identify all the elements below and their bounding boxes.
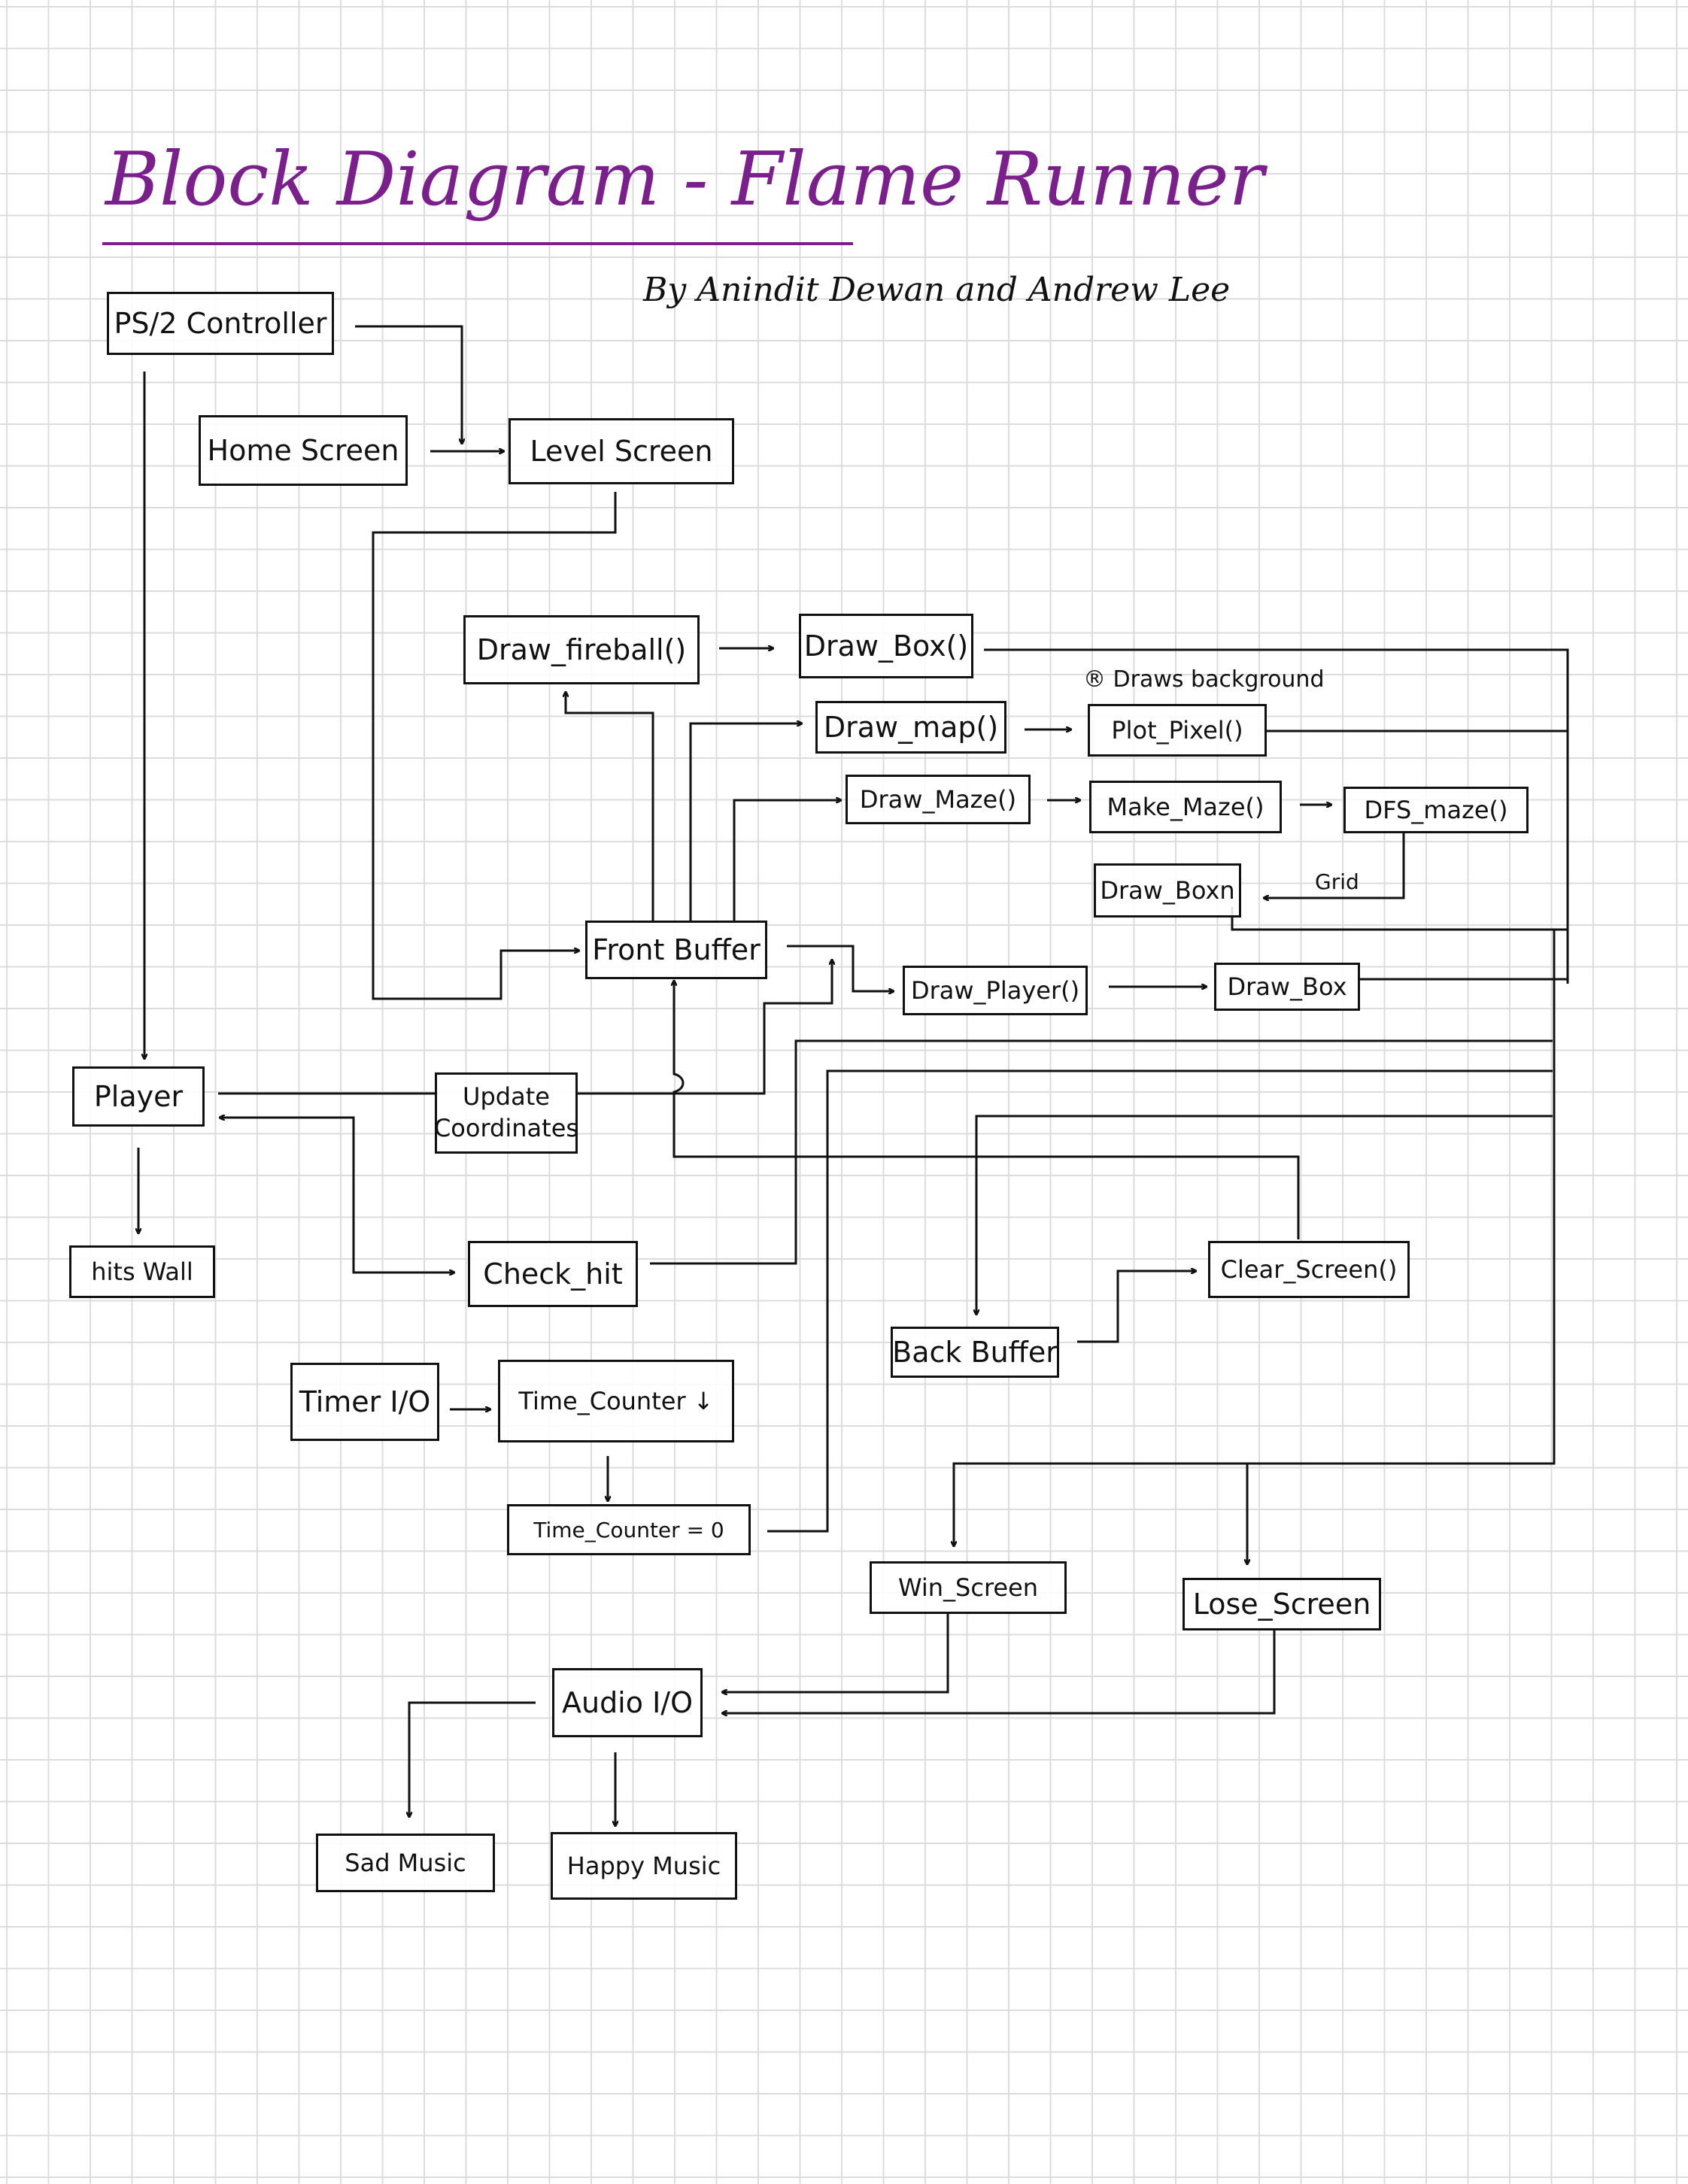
update-coordinates-line-2: Coordinates [435,1114,578,1142]
level-screen-box: Level Screen [509,418,734,484]
edge-ps2-level [355,325,462,444]
draw-player-box: Draw_Player() [903,966,1088,1015]
back-buffer-box: Back Buffer [891,1327,1059,1378]
win-screen-box: Win_Screen [870,1561,1067,1614]
plot-pixel-box: Plot_Pixel() [1088,704,1267,757]
time-counter-zero-box: Time_Counter = 0 [507,1504,751,1555]
update-coordinates-line-1: Update [463,1082,550,1112]
home-screen-box: Home Screen [199,415,408,486]
edge-checkhit-player [220,1118,454,1274]
sad-music-box: Sad Music [316,1834,495,1892]
edge-dfs-drawboxn [1264,833,1405,898]
update-coordinates-box: Update Coordinates [435,1072,578,1154]
draw-boxn-box: Draw_Boxn [1094,863,1241,918]
draw-maze-box: Draw_Maze() [846,775,1031,824]
diagram-subtitle: By Anindit Dewan and Andrew Lee [643,271,1231,309]
edge-clearscreen-front [674,981,1300,1239]
edge-win-audio [722,1612,949,1692]
edge-backbuffer-clear [1077,1271,1196,1343]
title-underline [102,242,853,245]
draw-box-1-box: Draw_Box() [799,614,973,678]
edge-audio-sad [409,1701,536,1817]
edge-front-drawmaze [733,800,841,922]
timer-io-box: Timer I/O [290,1363,439,1441]
edge-bus-winlose [954,930,1556,1546]
dfs-maze-box: DFS_maze() [1343,787,1529,833]
draw-map-box: Draw_map() [815,701,1006,754]
time-counter-box: Time_Counter ↓ [498,1360,734,1442]
edge-front-drawplayer [787,945,894,991]
edge-lose-audio [722,1630,1276,1713]
edge-update-front [578,960,832,1095]
edge-front-drawmap [689,723,802,922]
edge-label-grid: Grid [1315,869,1359,894]
player-box: Player [72,1066,205,1127]
front-buffer-box: Front Buffer [585,921,767,979]
edge-checkhit-bus [650,1039,1553,1265]
make-maze-box: Make_Maze() [1089,781,1282,833]
check-hit-box: Check_hit [468,1241,638,1307]
edge-timezero-bus [767,1069,1553,1533]
happy-music-box: Happy Music [551,1832,737,1900]
hits-wall-box: hits Wall [69,1245,215,1298]
draw-box-2-box: Draw_Box [1214,963,1360,1011]
clear-screen-box: Clear_Screen() [1208,1241,1410,1298]
bus-drawbox [984,648,1569,984]
edge-front-fireball [566,692,654,922]
edge-level-frontbuffer [372,492,617,1000]
edge-bus-backbuffer [976,1115,1553,1315]
annotation-note: ® Draws background [1083,666,1325,693]
lose-screen-box: Lose_Screen [1183,1578,1381,1630]
diagram-title: Block Diagram - Flame Runner [105,137,1264,223]
audio-io-box: Audio I/O [552,1668,703,1737]
bus-drawboxn [1231,907,1568,931]
draw-fireball-box: Draw_fireball() [463,615,700,684]
ps2-controller-box: PS/2 Controller [107,292,334,355]
